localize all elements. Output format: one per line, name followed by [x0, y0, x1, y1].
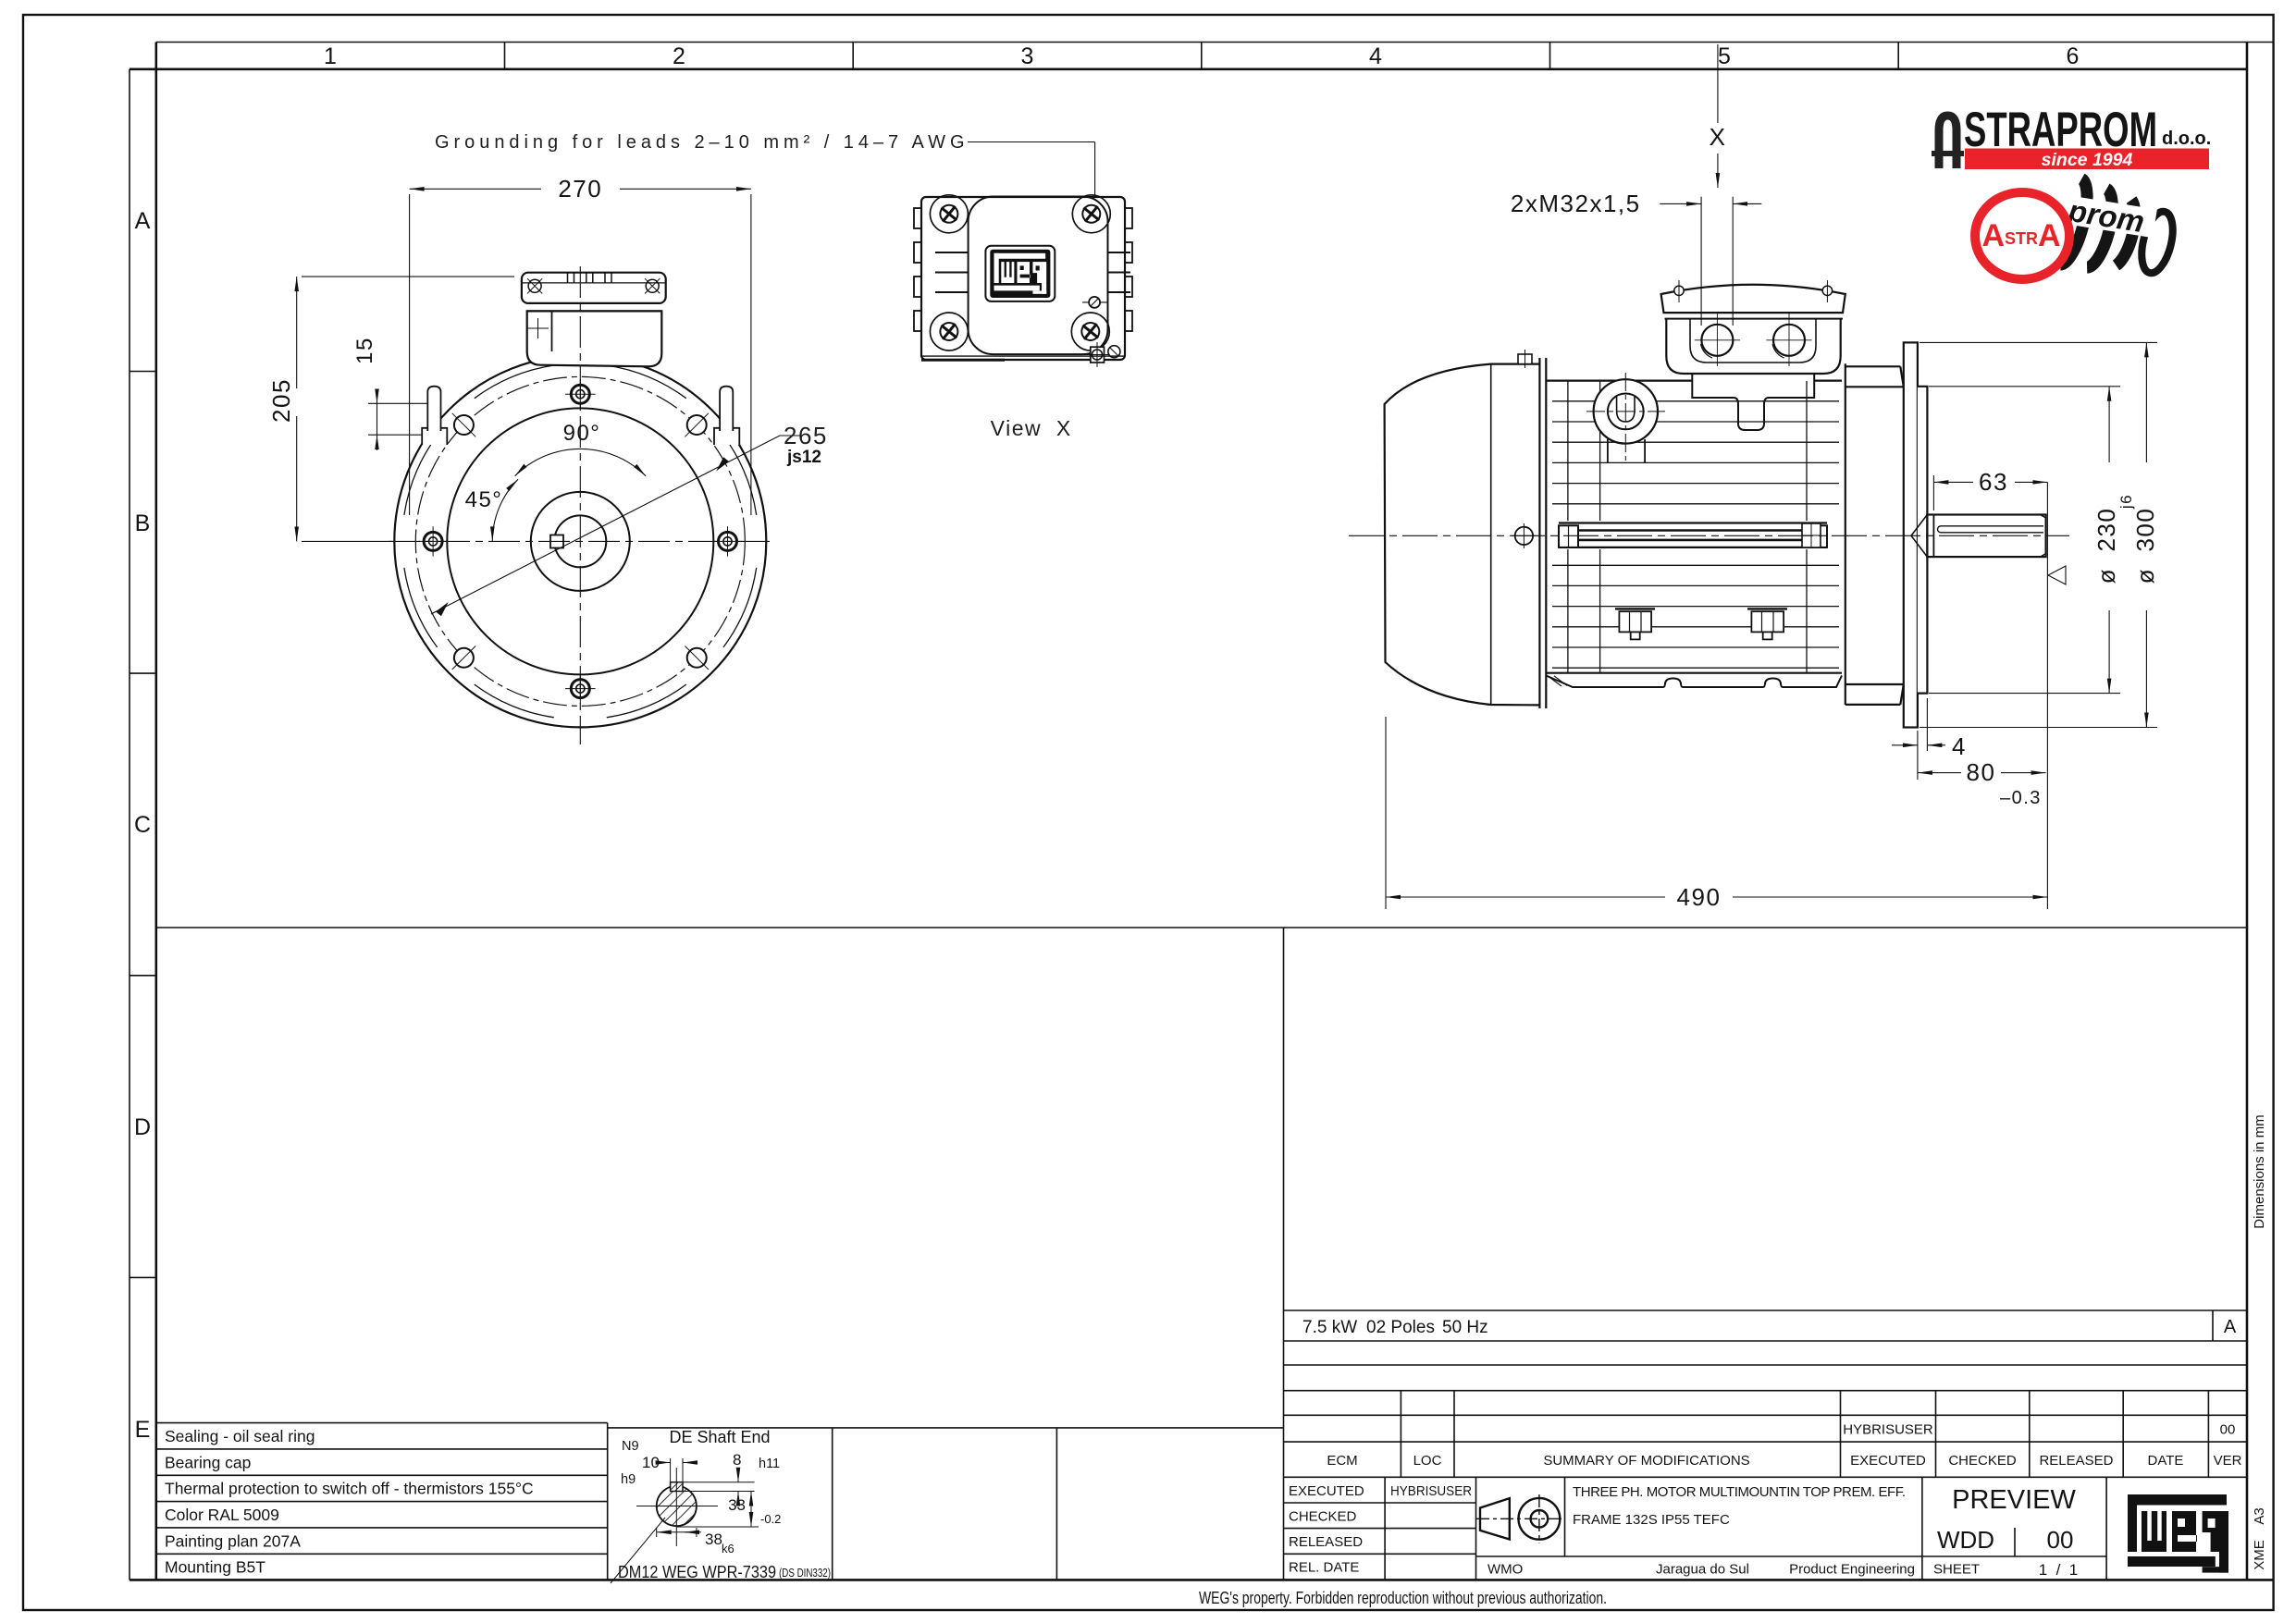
svg-text:2xM32x1,5: 2xM32x1,5: [1511, 190, 1641, 217]
svg-text:Thermal protection to switch o: Thermal protection to switch off - therm…: [165, 1480, 534, 1498]
svg-text:265: 265: [784, 422, 828, 449]
svg-text:Jaragua do Sul: Jaragua do Sul: [1656, 1562, 1749, 1578]
svg-text:270: 270: [558, 175, 602, 203]
svg-text:HYBRISUSER: HYBRISUSER: [1843, 1422, 1933, 1438]
svg-text:HYBRISUSER: HYBRISUSER: [1390, 1483, 1472, 1499]
svg-text:THREE PH. MOTOR MULTIMOUNTIN: THREE PH. MOTOR MULTIMOUNTIN TOP PREM. E…: [1573, 1484, 1906, 1500]
svg-text:VER: VER: [2214, 1453, 2242, 1469]
svg-text:N9: N9: [622, 1439, 639, 1454]
svg-text:Bearing cap: Bearing cap: [165, 1454, 251, 1472]
svg-text:00: 00: [2047, 1526, 2074, 1554]
svg-text:B: B: [135, 510, 151, 536]
svg-text:Dimensions in mm: Dimensions in mm: [2252, 1114, 2267, 1228]
svg-text:Mounting B5T: Mounting B5T: [165, 1558, 265, 1577]
svg-text:5: 5: [1718, 43, 1731, 69]
svg-text:PREVIEW: PREVIEW: [1952, 1485, 2076, 1515]
svg-text:6: 6: [2067, 43, 2080, 69]
svg-text:10: 10: [642, 1454, 660, 1471]
svg-text:Sealing - oil seal ring: Sealing - oil seal ring: [165, 1427, 315, 1445]
svg-text:d.o.o.: d.o.o.: [2162, 129, 2211, 149]
svg-text:63: 63: [1979, 468, 2008, 496]
svg-text:h11: h11: [759, 1457, 780, 1471]
svg-text:A: A: [2224, 1317, 2237, 1337]
svg-text:DATE: DATE: [2148, 1453, 2184, 1469]
svg-text:E: E: [135, 1417, 151, 1443]
svg-text:LOC: LOC: [1413, 1453, 1442, 1469]
svg-text:WMO: WMO: [1487, 1562, 1523, 1578]
svg-text:ø 300: ø 300: [2131, 508, 2159, 584]
svg-text:02 Poles: 02 Poles: [1366, 1318, 1435, 1337]
svg-text:ø 230: ø 230: [2092, 508, 2120, 584]
svg-text:205: 205: [267, 378, 295, 423]
svg-text:Painting plan 207A: Painting plan 207A: [165, 1531, 301, 1550]
svg-text:90°: 90°: [563, 421, 601, 446]
svg-text:4: 4: [1952, 732, 1967, 760]
svg-text:-0.2: -0.2: [760, 1512, 781, 1526]
svg-text:RELEASED: RELEASED: [2039, 1453, 2113, 1469]
svg-text:33: 33: [728, 1496, 746, 1514]
svg-text:A: A: [135, 208, 151, 234]
svg-text:DE Shaft End: DE Shaft End: [669, 1428, 770, 1446]
svg-text:View X: View X: [991, 416, 1072, 440]
svg-text:1 / 1: 1 / 1: [2039, 1561, 2079, 1579]
svg-text:X: X: [1710, 123, 1727, 151]
svg-text:DM12 WEG WPR-7339: DM12 WEG WPR-7339: [618, 1563, 776, 1581]
svg-text:(DS DIN332): (DS DIN332): [779, 1567, 831, 1580]
svg-text:SUMMARY OF MODIFICATIONS: SUMMARY OF MODIFICATIONS: [1543, 1453, 1749, 1469]
svg-text:50 Hz: 50 Hz: [1442, 1318, 1488, 1337]
svg-text:since 1994: since 1994: [2042, 150, 2133, 170]
svg-text:RELEASED: RELEASED: [1289, 1534, 1363, 1550]
svg-text:C: C: [134, 812, 151, 838]
svg-text:Color RAL 5009: Color RAL 5009: [165, 1506, 279, 1524]
svg-text:js12: js12: [786, 448, 821, 467]
svg-text:CHECKED: CHECKED: [1289, 1509, 1357, 1525]
svg-text:h9: h9: [621, 1472, 636, 1487]
svg-text:Product Engineering: Product Engineering: [1789, 1562, 1915, 1578]
svg-text:k6: k6: [722, 1542, 734, 1555]
svg-text:EXECUTED: EXECUTED: [1289, 1483, 1364, 1499]
svg-text:–0.3: –0.3: [2000, 788, 2042, 808]
svg-text:7.5 kW: 7.5 kW: [1302, 1318, 1357, 1337]
svg-text:STRAPROM: STRAPROM: [1964, 103, 2157, 157]
svg-text:490: 490: [1677, 883, 1722, 911]
svg-text:j6: j6: [2117, 494, 2135, 510]
svg-text:ECM: ECM: [1327, 1453, 1357, 1469]
svg-text:80: 80: [1967, 758, 1996, 786]
svg-text:WEG's property. Forbidden repr: WEG's property. Forbidden reproduction w…: [1199, 1589, 1607, 1607]
svg-text:WDD: WDD: [1937, 1526, 1994, 1554]
svg-text:ASTRA: ASTRA: [1981, 218, 2060, 253]
svg-text:FRAME 132S IP55 TEFC: FRAME 132S IP55 TEFC: [1573, 1512, 1730, 1528]
svg-text:00: 00: [2220, 1422, 2236, 1438]
svg-text:1: 1: [324, 43, 337, 69]
svg-text:D: D: [134, 1114, 151, 1140]
svg-text:CHECKED: CHECKED: [1948, 1453, 2017, 1469]
svg-text:SHEET: SHEET: [1933, 1562, 1980, 1578]
svg-text:4: 4: [1369, 43, 1382, 69]
svg-text:8: 8: [733, 1451, 741, 1469]
svg-text:REL. DATE: REL. DATE: [1289, 1560, 1359, 1576]
svg-text:38: 38: [705, 1531, 722, 1548]
svg-text:45°: 45°: [465, 487, 503, 512]
svg-text:EXECUTED: EXECUTED: [1850, 1453, 1926, 1469]
svg-text:15: 15: [352, 337, 377, 364]
svg-text:2: 2: [673, 43, 685, 69]
svg-text:3: 3: [1021, 43, 1034, 69]
svg-text:XME A3: XME A3: [2252, 1507, 2267, 1570]
